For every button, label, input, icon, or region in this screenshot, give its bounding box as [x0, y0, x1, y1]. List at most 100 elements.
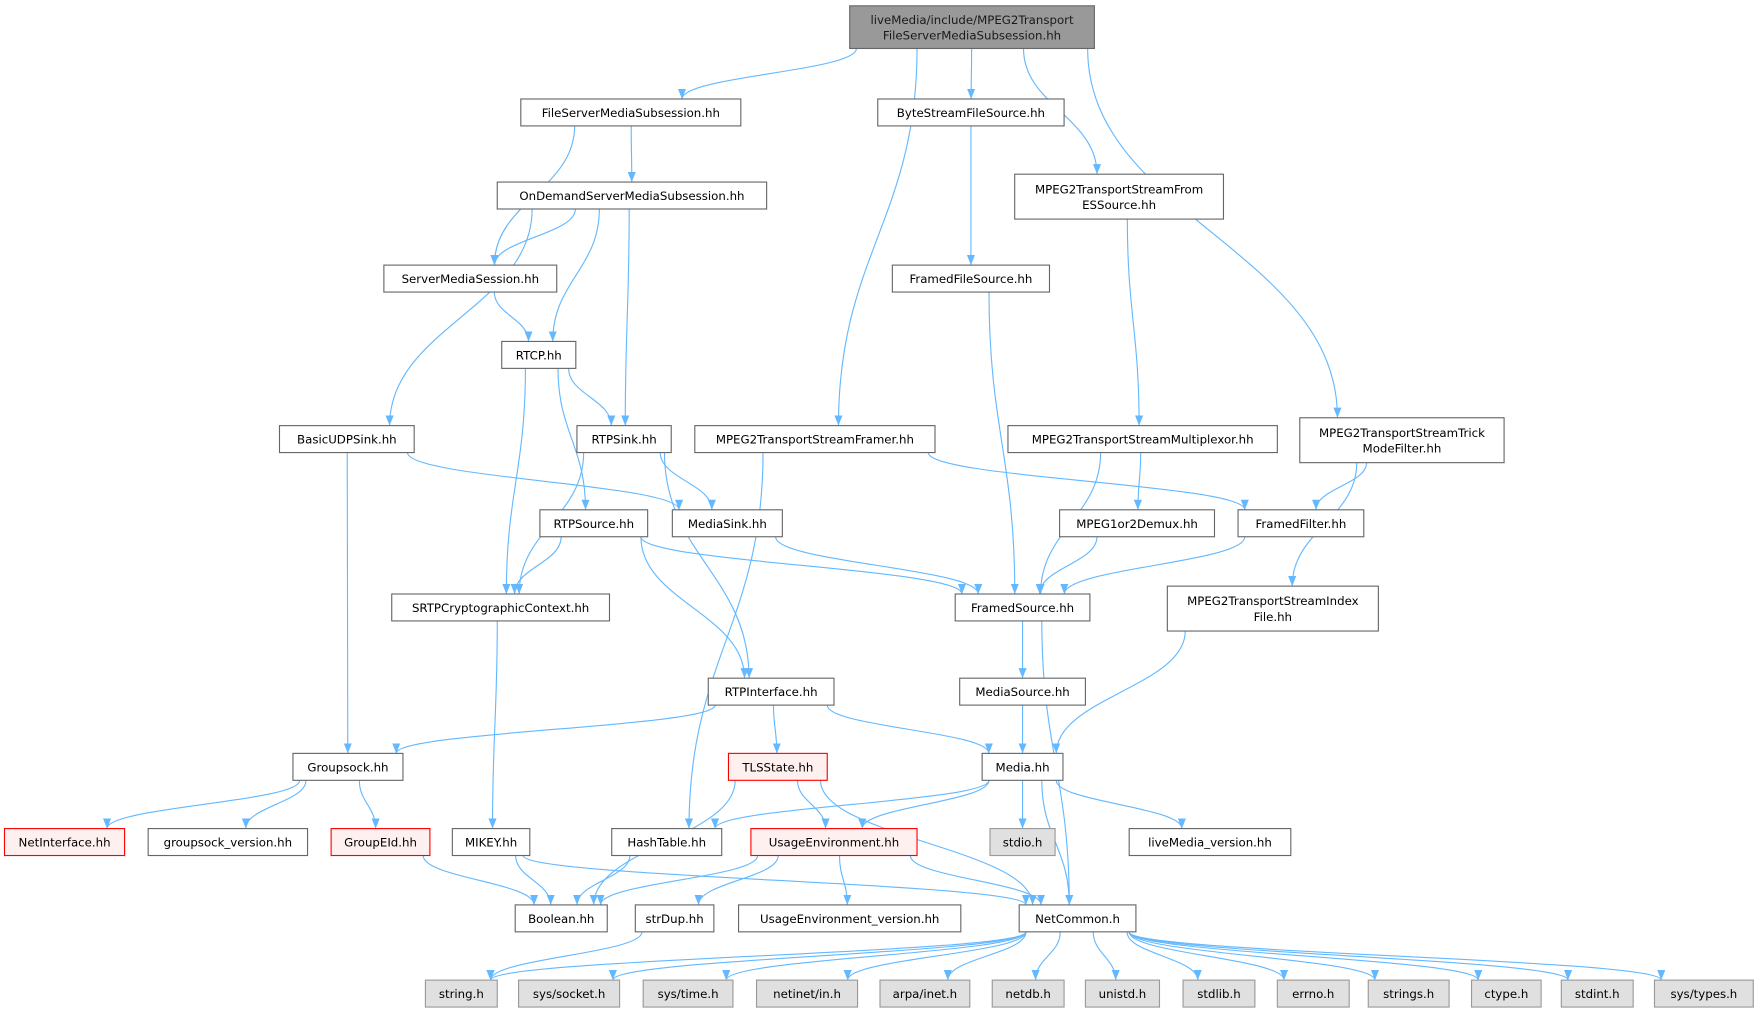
- edge-groupeid-to-boolean: [422, 855, 539, 906]
- node-rtpsource[interactable]: RTPSource.hh: [539, 509, 649, 538]
- edge-demux-to-framedsource: [1035, 536, 1098, 595]
- node-label: FramedFilter.hh: [1255, 517, 1346, 531]
- node-label: OnDemandServerMediaSubsession.hh: [519, 189, 744, 203]
- node-groupsock[interactable]: Groupsock.hh: [292, 752, 404, 781]
- node-mediasink[interactable]: MediaSink.hh: [671, 509, 783, 538]
- node-framer[interactable]: MPEG2TransportStreamFramer.hh: [694, 425, 936, 454]
- node-label: arpa/inet.h: [893, 987, 957, 1001]
- node-netcommon[interactable]: NetCommon.h: [1018, 904, 1137, 933]
- node-box: [981, 752, 1064, 781]
- node-lmver[interactable]: liveMedia_version.hh: [1128, 828, 1292, 857]
- node-bsfs[interactable]: ByteStreamFileSource.hh: [877, 98, 1065, 127]
- node-boolean[interactable]: Boolean.hh: [514, 904, 608, 933]
- node-box: [877, 98, 1065, 127]
- node-label: HashTable.hh: [627, 836, 706, 850]
- node-mikey[interactable]: MIKEY.hh: [451, 828, 531, 857]
- node-tls[interactable]: TLSState.hh: [727, 752, 828, 781]
- node-box: [518, 979, 621, 1008]
- node-box: [147, 828, 309, 857]
- edge-netcommon-to-time: [722, 931, 1027, 981]
- node-label: string.h: [439, 987, 484, 1001]
- edge-groupsock-to-gsver: [241, 780, 307, 829]
- node-box: [755, 979, 859, 1008]
- node-strings: strings.h: [1367, 979, 1450, 1008]
- node-udpsink[interactable]: BasicUDPSink.hh: [278, 425, 415, 454]
- edge-groupsock-to-netif: [103, 780, 301, 829]
- node-ffs[interactable]: FramedFileSource.hh: [891, 264, 1051, 293]
- node-gsver[interactable]: groupsock_version.hh: [147, 828, 309, 857]
- node-label: RTCP.hh: [516, 348, 562, 362]
- edge-netcommon-to-stdint: [1128, 931, 1572, 981]
- node-rtpif[interactable]: RTPInterface.hh: [707, 677, 835, 706]
- edge-ondemand-to-sms: [490, 208, 576, 266]
- node-box: [496, 181, 768, 210]
- node-strdup[interactable]: strDup.hh: [634, 904, 715, 933]
- node-label: stdint.h: [1575, 987, 1620, 1001]
- node-box: [707, 677, 835, 706]
- edge-tls-to-usageenv: [796, 780, 830, 829]
- node-root[interactable]: liveMedia/include/MPEG2TransportFileServ…: [849, 5, 1095, 50]
- node-box: [1059, 509, 1216, 538]
- node-unistd: unistd.h: [1084, 979, 1161, 1008]
- edge-groupsock-to-groupeid: [358, 780, 380, 829]
- edge-rtpsource-to-srtp: [510, 536, 562, 595]
- node-usageenv[interactable]: UsageEnvironment.hh: [750, 828, 918, 857]
- node-ondemand[interactable]: OnDemandServerMediaSubsession.hh: [496, 181, 768, 210]
- edge-rtpif-to-tls: [772, 705, 781, 754]
- node-errno: errno.h: [1276, 979, 1350, 1008]
- node-box: [514, 904, 608, 933]
- node-label: ByteStreamFileSource.hh: [897, 106, 1045, 120]
- node-box: [1128, 828, 1292, 857]
- node-label: Groupsock.hh: [307, 760, 388, 774]
- node-hashtable[interactable]: HashTable.hh: [611, 828, 723, 857]
- node-box: [879, 979, 971, 1008]
- node-label: MPEG2TransportStreamMultiplexor.hh: [1032, 433, 1254, 447]
- node-groupeid[interactable]: GroupEId.hh: [330, 828, 431, 857]
- node-media[interactable]: Media.hh: [981, 752, 1064, 781]
- node-label: File.hh: [1254, 610, 1292, 624]
- node-stdio: stdio.h: [989, 828, 1056, 857]
- edge-udpsink-to-mediasink: [406, 452, 684, 511]
- node-label: BasicUDPSink.hh: [297, 433, 397, 447]
- edge-framer-to-filter: [927, 452, 1249, 511]
- node-label: FramedFileSource.hh: [909, 272, 1032, 286]
- node-label: sys/socket.h: [533, 987, 605, 1001]
- node-box: [3, 828, 126, 857]
- node-box: [1018, 904, 1137, 933]
- node-box: [1276, 979, 1350, 1008]
- node-fsms[interactable]: FileServerMediaSubsession.hh: [520, 98, 742, 127]
- edge-sms-to-rtcp: [493, 292, 533, 342]
- edges-layer: [103, 48, 1666, 981]
- node-label: sys/time.h: [658, 987, 719, 1001]
- node-filter[interactable]: FramedFilter.hh: [1237, 509, 1365, 538]
- node-framedsource[interactable]: FramedSource.hh: [954, 593, 1091, 622]
- node-label: UsageEnvironment.hh: [769, 836, 899, 850]
- node-label: ctype.h: [1484, 987, 1528, 1001]
- node-label: MediaSink.hh: [688, 517, 767, 531]
- node-srtp[interactable]: SRTPCryptographicContext.hh: [391, 593, 611, 622]
- node-rtpsink[interactable]: RTPSink.hh: [576, 425, 672, 454]
- node-rtcp[interactable]: RTCP.hh: [501, 340, 577, 369]
- node-label: FramedSource.hh: [971, 601, 1074, 615]
- node-mux[interactable]: MPEG2TransportStreamMultiplexor.hh: [1007, 425, 1278, 454]
- node-box: [634, 904, 715, 933]
- node-sms[interactable]: ServerMediaSession.hh: [383, 264, 558, 293]
- edge-rtpif-to-media: [826, 704, 993, 754]
- node-label: stdlib.h: [1197, 987, 1240, 1001]
- node-netif[interactable]: NetInterface.hh: [3, 828, 126, 857]
- edge-usageenv-to-netcommon: [909, 855, 1045, 906]
- node-box: [1007, 425, 1278, 454]
- node-mediasource[interactable]: MediaSource.hh: [959, 677, 1086, 706]
- edge-netcommon-to-arpa: [943, 931, 1027, 981]
- node-demux[interactable]: MPEG1or2Demux.hh: [1059, 509, 1216, 538]
- node-box: [959, 677, 1086, 706]
- node-box: [1470, 979, 1542, 1008]
- edge-media-to-lmver: [1055, 780, 1186, 829]
- node-ueverion[interactable]: UsageEnvironment_version.hh: [738, 904, 962, 933]
- node-box: [383, 264, 558, 293]
- node-box: [954, 593, 1091, 622]
- edge-ondemand-to-rtcp: [548, 208, 600, 342]
